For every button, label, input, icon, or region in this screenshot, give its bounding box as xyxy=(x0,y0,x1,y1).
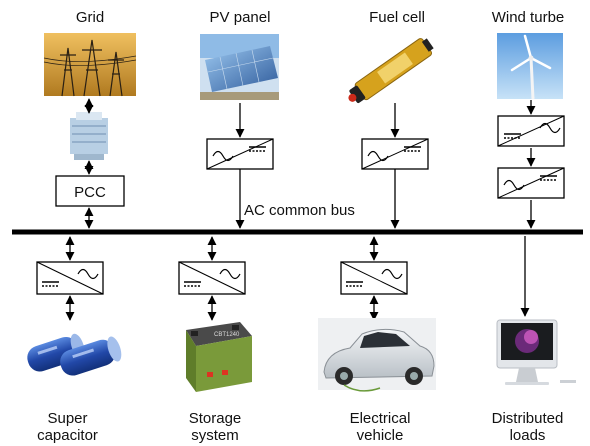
pcc-label: PCC xyxy=(74,184,106,201)
storage-system-label: Storage system xyxy=(188,410,242,444)
super-capacitor-label: Super capacitor xyxy=(37,410,98,444)
computer-monitor-image xyxy=(496,319,576,385)
storage-converter-box xyxy=(178,261,246,295)
svg-text:CBT1240: CBT1240 xyxy=(214,332,240,338)
pv-inverter-box xyxy=(206,138,274,170)
fuel-cell-inverter-box xyxy=(361,138,429,170)
top-connectors xyxy=(84,98,536,229)
wind-turbe-label: Wind turbe xyxy=(491,9,565,26)
grid-pylons-image xyxy=(43,33,137,97)
ev-converter-box xyxy=(340,261,408,295)
super-capacitor-image xyxy=(27,333,122,376)
pv-panel-image xyxy=(200,34,279,100)
supercap-converter-box xyxy=(36,261,104,295)
wind-turbine-image xyxy=(497,33,563,100)
bottom-connectors xyxy=(65,236,530,321)
pv-panel-label: PV panel xyxy=(209,9,271,26)
wind-inverter-box xyxy=(497,167,565,199)
transformer-icon xyxy=(70,112,108,160)
electrical-vehicle-label: Electrical vehicle xyxy=(349,410,411,444)
electric-vehicle-image xyxy=(318,318,436,392)
grid-label: Grid xyxy=(75,9,105,26)
distributed-loads-label: Distributed loads xyxy=(491,410,564,444)
fuel-cell-label: Fuel cell xyxy=(369,9,425,26)
storage-battery-image: CBT1240 xyxy=(186,322,252,392)
ac-common-bus-label: AC common bus xyxy=(244,202,355,219)
pcc-box xyxy=(55,175,125,207)
fuel-cell-image xyxy=(348,38,434,104)
wind-rectifier-box xyxy=(497,115,565,147)
